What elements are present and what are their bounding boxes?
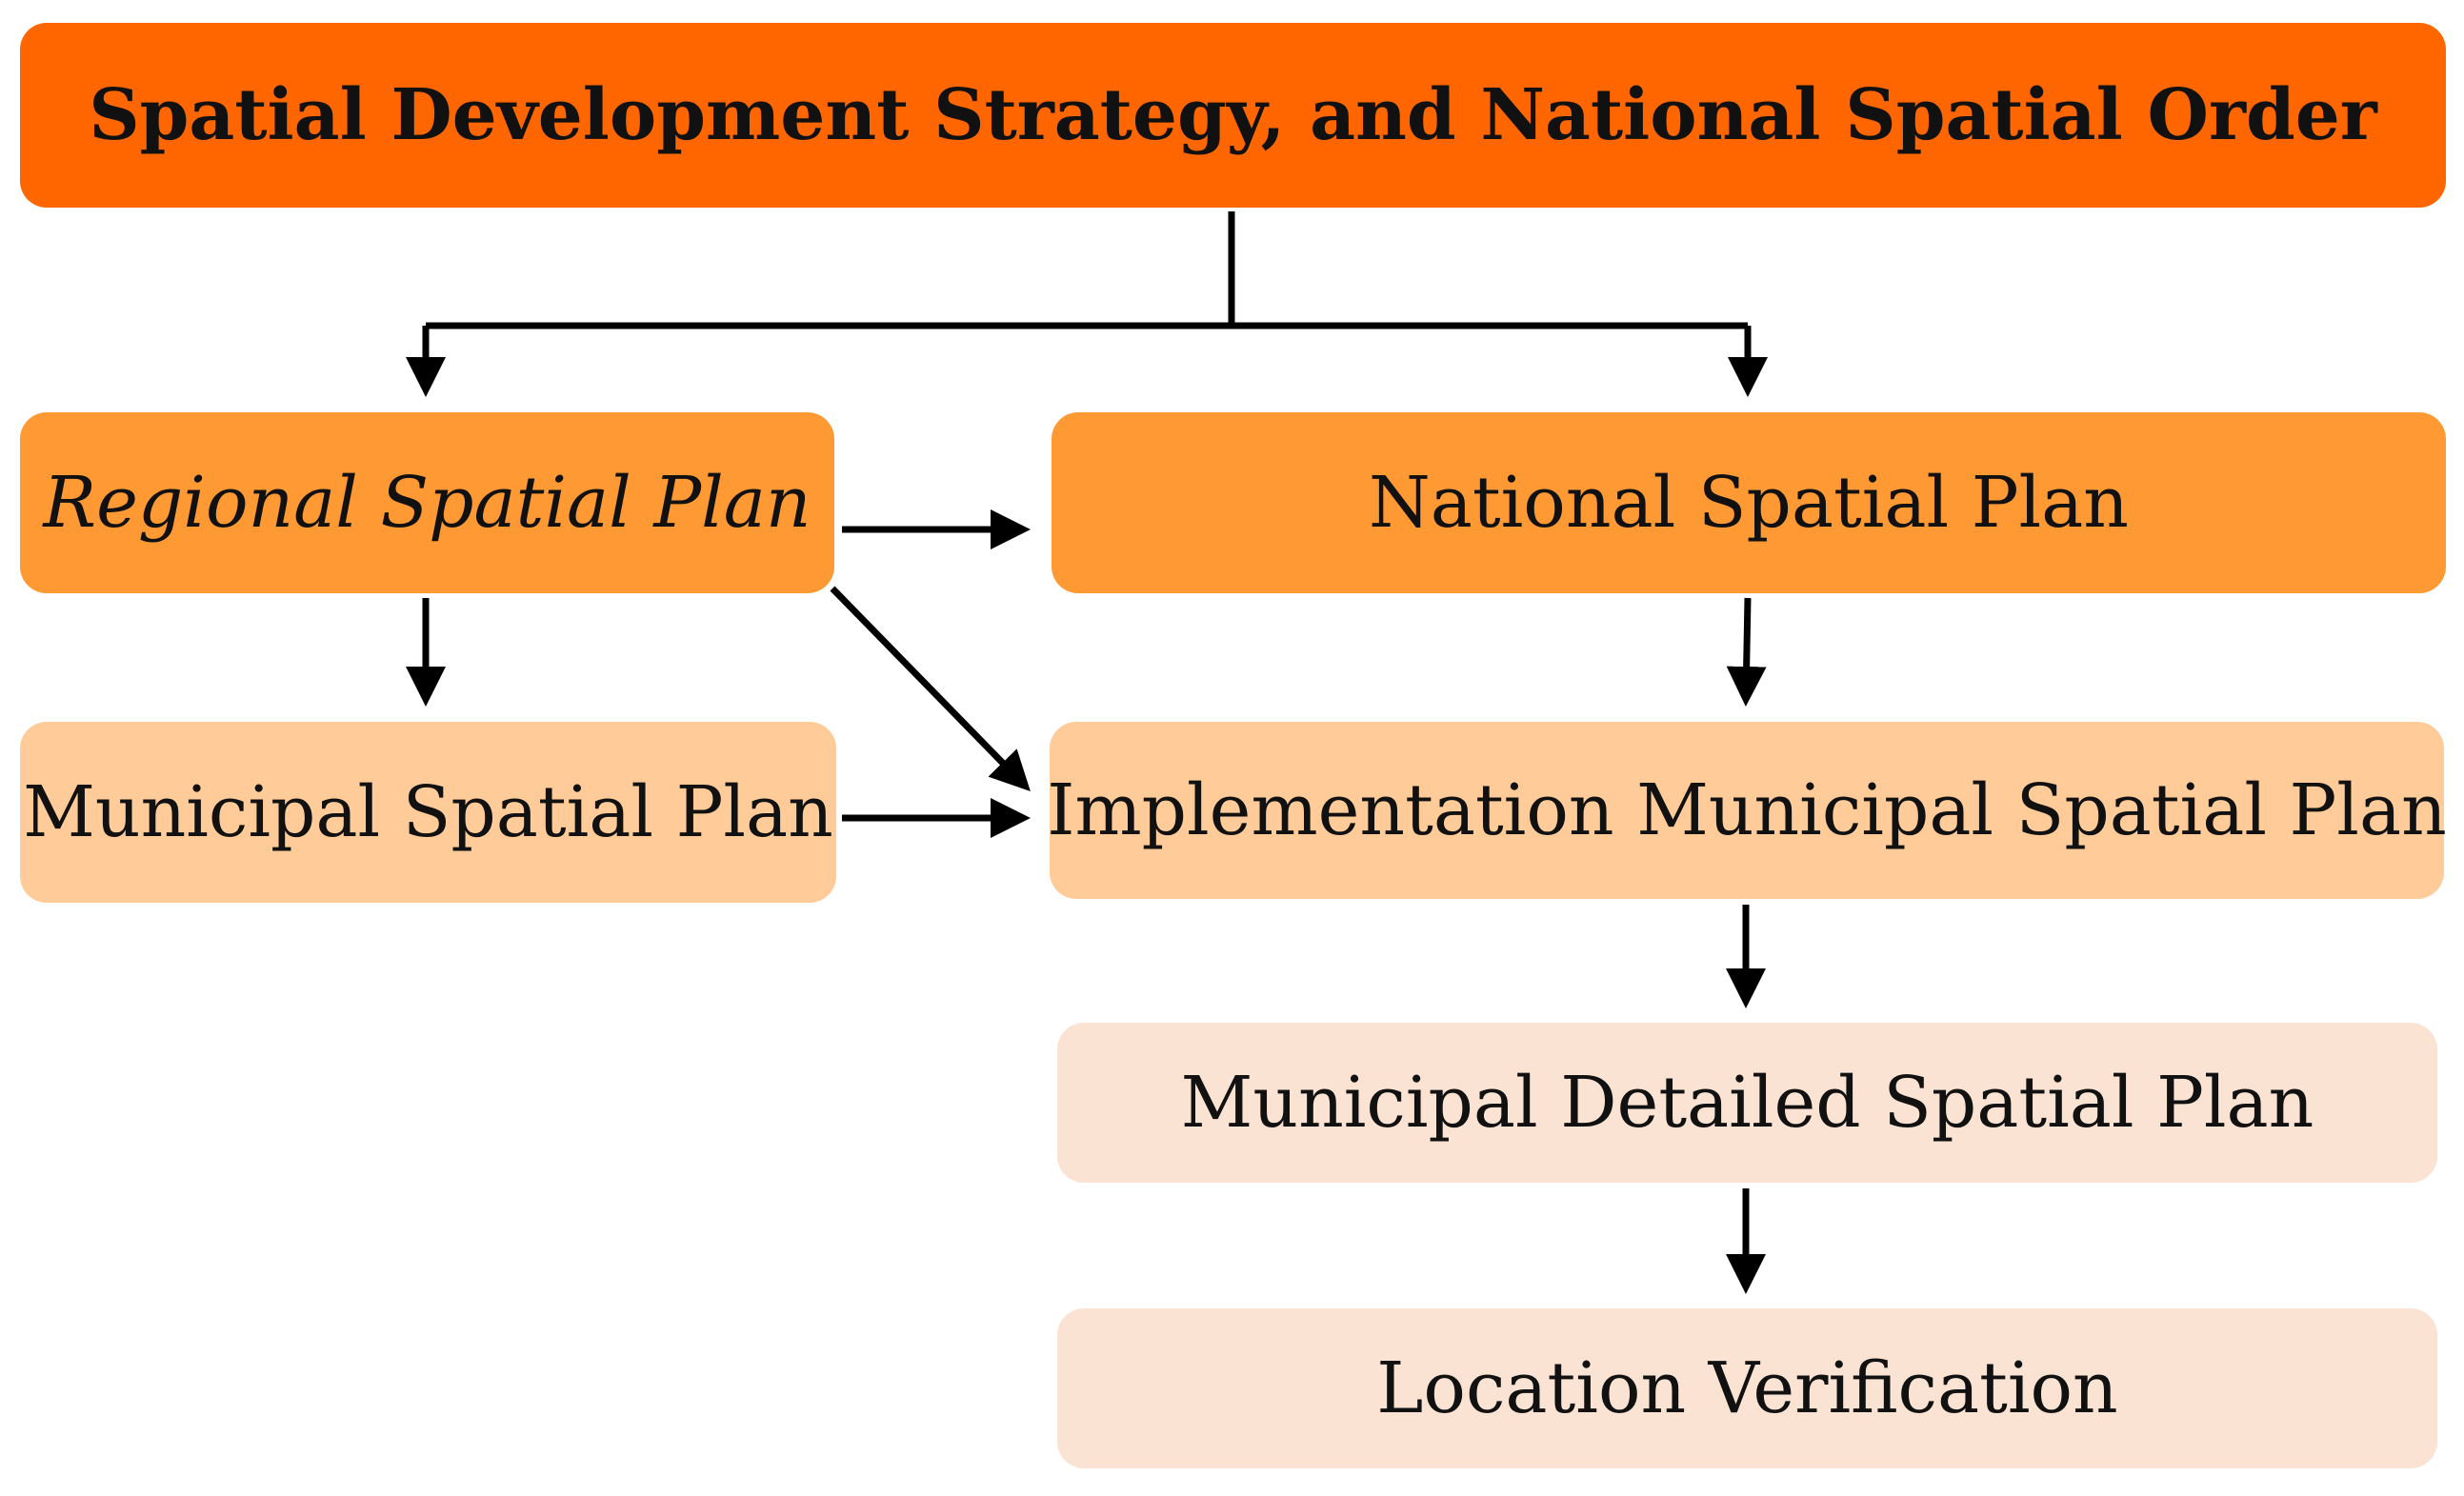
node-regional-spatial-plan: Regional Spatial Plan — [20, 412, 834, 593]
node-label: Spatial Development Strategy, and Nation… — [89, 74, 2377, 156]
node-label: National Spatial Plan — [1369, 462, 2129, 544]
node-spatial-development-strategy: Spatial Development Strategy, and Nation… — [20, 23, 2446, 208]
node-implementation-municipal-spatial-plan: Implementation Municipal Spatial Plan — [1047, 722, 2447, 899]
node-label: Implementation Municipal Spatial Plan — [1047, 769, 2447, 851]
node-municipal-spatial-plan: Municipal Spatial Plan — [20, 722, 836, 903]
edge-regional-to-implementation — [830, 586, 1031, 792]
node-municipal-detailed-spatial-plan: Municipal Detailed Spatial Plan — [1057, 1023, 2437, 1183]
node-label: Municipal Spatial Plan — [23, 771, 833, 853]
node-location-verification: Location Verification — [1057, 1308, 2437, 1468]
node-label: Location Verification — [1376, 1347, 2118, 1429]
edge-national-to-implementation — [1726, 597, 1767, 707]
node-label: Regional Spatial Plan — [43, 462, 811, 544]
node-national-spatial-plan: National Spatial Plan — [1052, 412, 2446, 593]
node-label: Municipal Detailed Spatial Plan — [1180, 1062, 2314, 1144]
